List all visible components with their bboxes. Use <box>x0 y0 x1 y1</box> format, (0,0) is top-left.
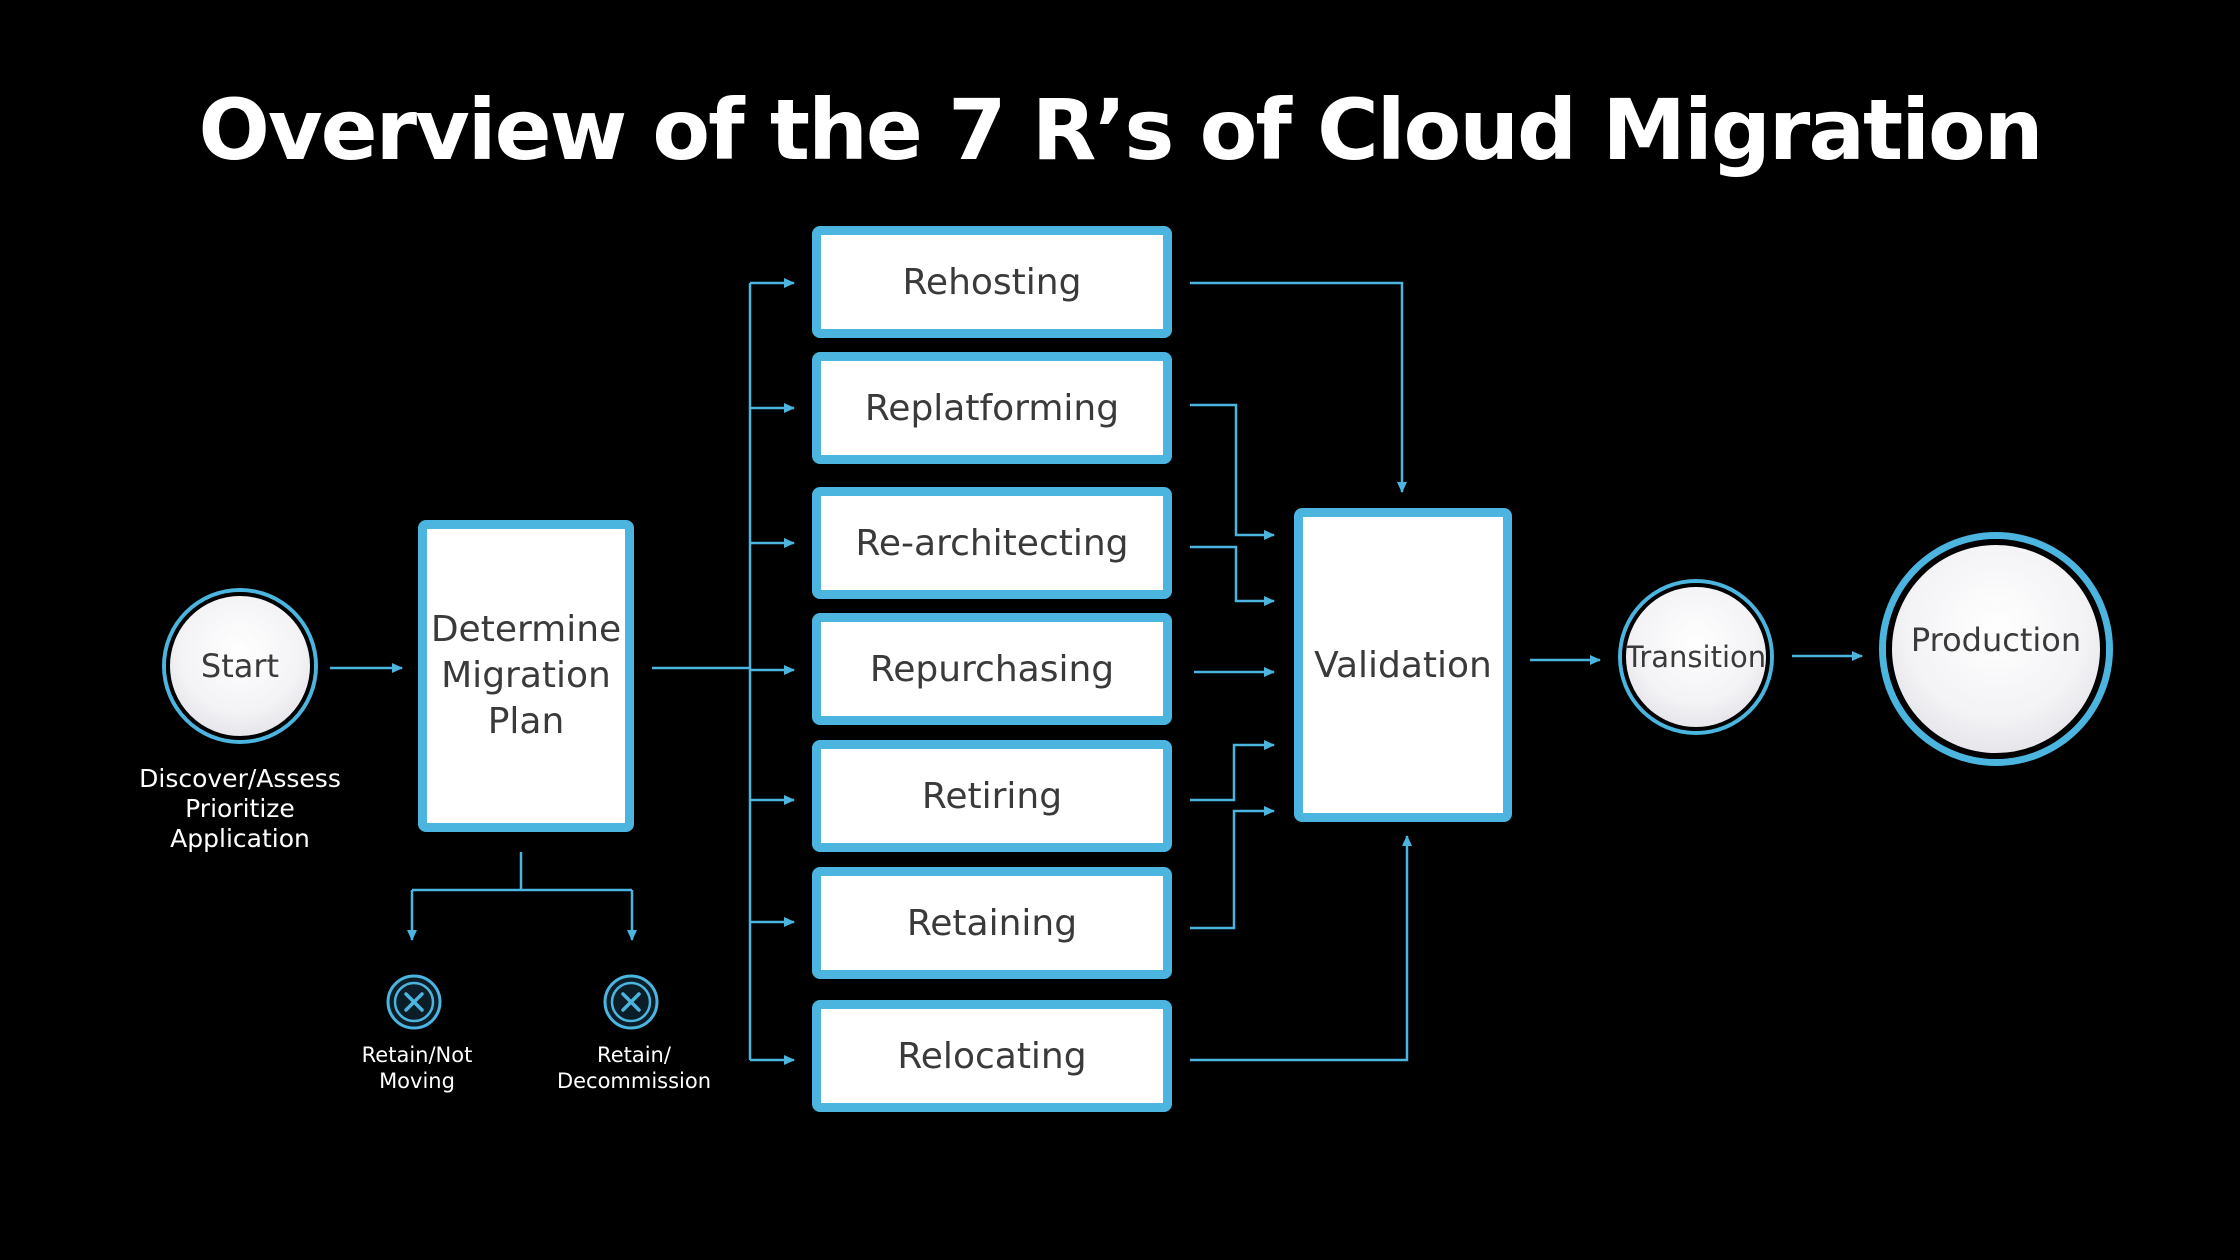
outcome-retain-not-moving-label: Retain/Not Moving <box>330 1042 504 1094</box>
plan-label-line: Migration <box>441 655 611 696</box>
retiring-to-validation <box>1190 740 1275 802</box>
production-node[interactable]: Production <box>1886 539 2106 759</box>
start-note: Discover/Assess Prioritize Application <box>120 764 360 854</box>
plan-to-outcomes-line <box>412 852 632 892</box>
migration-plan-box[interactable]: Determine Migration Plan <box>418 520 634 832</box>
strategy-label: Re-architecting <box>855 522 1129 564</box>
strategy-label: Retaining <box>906 902 1078 944</box>
strategy-label: Rehosting <box>902 261 1082 303</box>
plan-label-line: Determine <box>430 609 622 650</box>
start-node[interactable]: Start <box>166 592 314 740</box>
start-note-line: Discover/Assess <box>139 764 341 793</box>
page-title: Overview of the 7 R’s of Cloud Migration <box>198 81 2043 179</box>
transition-node[interactable]: Transition <box>1622 583 1770 731</box>
strategy-replatforming-box[interactable]: Replatforming <box>812 352 1172 464</box>
x-circle-icon <box>603 974 659 1030</box>
validation-box[interactable]: Validation <box>1294 508 1512 822</box>
rearchitecting-to-validation <box>1190 545 1275 606</box>
outcome-label-line: Decommission <box>556 1069 712 1093</box>
strategy-relocating-box[interactable]: Relocating <box>812 1000 1172 1112</box>
strategy-label: Replatforming <box>864 387 1120 429</box>
outcome-label-line: Retain/ <box>597 1043 671 1067</box>
start-note-line: Prioritize <box>185 794 295 823</box>
retaining-to-validation <box>1190 806 1275 930</box>
strategy-rehosting-box[interactable]: Rehosting <box>812 226 1172 338</box>
outcome-label-line: Retain/Not <box>361 1043 473 1067</box>
strategy-retiring-box[interactable]: Retiring <box>812 740 1172 852</box>
strategy-rearchitecting-box[interactable]: Re-architecting <box>812 487 1172 599</box>
strategy-retaining-box[interactable]: Retaining <box>812 867 1172 979</box>
production-label: Production <box>1910 621 2082 659</box>
strategy-label: Retiring <box>921 775 1063 817</box>
rehosting-to-validation <box>1190 281 1407 493</box>
start-note-line: Application <box>170 824 310 853</box>
replatforming-to-validation <box>1190 403 1275 540</box>
strategy-label: Repurchasing <box>869 648 1115 690</box>
plan-label-line: Plan <box>487 701 565 742</box>
outcome-retain-decommission-label: Retain/ Decommission <box>548 1042 720 1094</box>
validation-label: Validation <box>1314 644 1492 686</box>
outcome-label-line: Moving <box>379 1069 455 1093</box>
strategy-repurchasing-box[interactable]: Repurchasing <box>812 613 1172 725</box>
start-label: Start <box>200 647 280 685</box>
transition-label: Transition <box>1625 640 1767 674</box>
x-circle-icon <box>386 974 442 1030</box>
relocating-to-validation <box>1190 835 1412 1062</box>
strategy-label: Relocating <box>897 1035 1087 1077</box>
